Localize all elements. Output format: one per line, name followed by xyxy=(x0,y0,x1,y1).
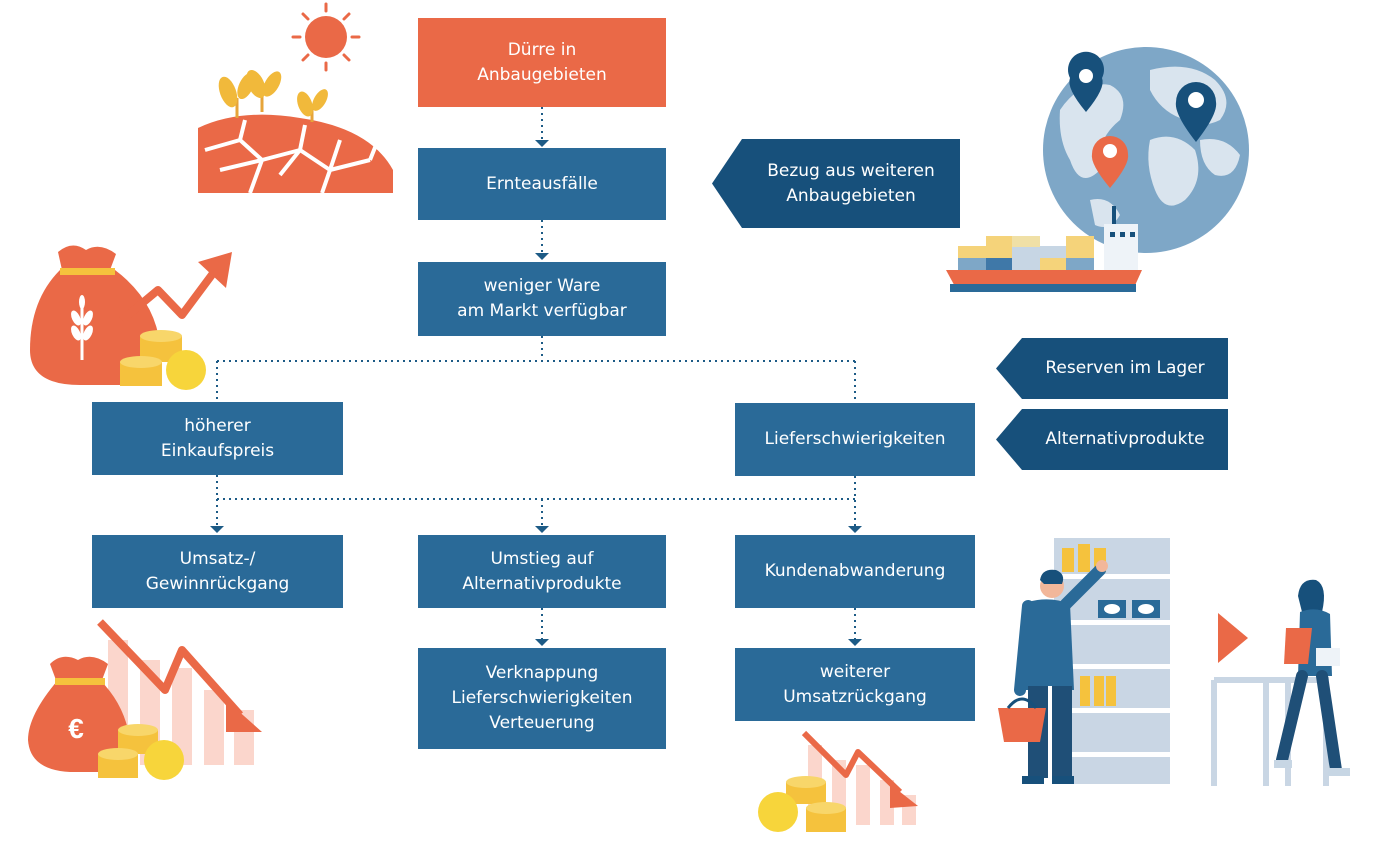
supply-difficulties-box: Lieferschwierigkeiten xyxy=(735,403,975,476)
money-bag-euro-falling-icon: € xyxy=(28,619,262,780)
tag-label: Alternativprodukte xyxy=(1045,429,1205,449)
switch-alternatives-box: Umstieg auf Alternativprodukte xyxy=(418,535,666,608)
customer-leaving-icon xyxy=(1211,579,1350,786)
tag-label: Bezug aus weiteren Anbaugebieten xyxy=(767,160,935,206)
arrow-head xyxy=(535,639,549,646)
supermarket-shopper-icon xyxy=(998,538,1170,784)
less-goods-box: weniger Ware am Markt verfügbar xyxy=(418,262,666,336)
globe-ship-icon xyxy=(946,47,1249,292)
tag-shape xyxy=(996,409,1228,470)
tag-shape xyxy=(996,338,1228,399)
arrow-head xyxy=(848,639,862,646)
tag-shape xyxy=(712,139,960,228)
arrow-head xyxy=(535,140,549,147)
money-bag-rising-icon xyxy=(30,245,232,390)
svg-text:€: € xyxy=(68,713,84,744)
revenue-decline-box: Umsatz-/ Gewinnrückgang xyxy=(92,535,343,608)
arrow-head xyxy=(535,526,549,533)
tag-other-regions: Bezug aus weiteren Anbaugebieten xyxy=(712,139,960,228)
dry-soil-sun-icon xyxy=(198,2,393,194)
customer-churn-box: Kundenabwanderung xyxy=(735,535,975,608)
arrow-head xyxy=(210,526,224,533)
further-revenue-decline-box: weiterer Umsatzrückgang xyxy=(735,648,975,721)
arrow-head xyxy=(848,526,862,533)
tag-label: Reserven im Lager xyxy=(1045,358,1205,378)
arrow-head xyxy=(535,253,549,260)
tag-reserves: Reserven im Lager xyxy=(996,338,1228,399)
crop-failures-box: Ernteausfälle xyxy=(418,148,666,220)
tag-alternatives: Alternativprodukte xyxy=(996,409,1228,470)
coins-falling-chart-icon xyxy=(758,730,918,832)
drought-box: Dürre in Anbaugebieten xyxy=(418,18,666,107)
scarcity-box: Verknappung Lieferschwierigkeiten Verteu… xyxy=(418,648,666,749)
higher-price-box: höherer Einkaufspreis xyxy=(92,402,343,475)
